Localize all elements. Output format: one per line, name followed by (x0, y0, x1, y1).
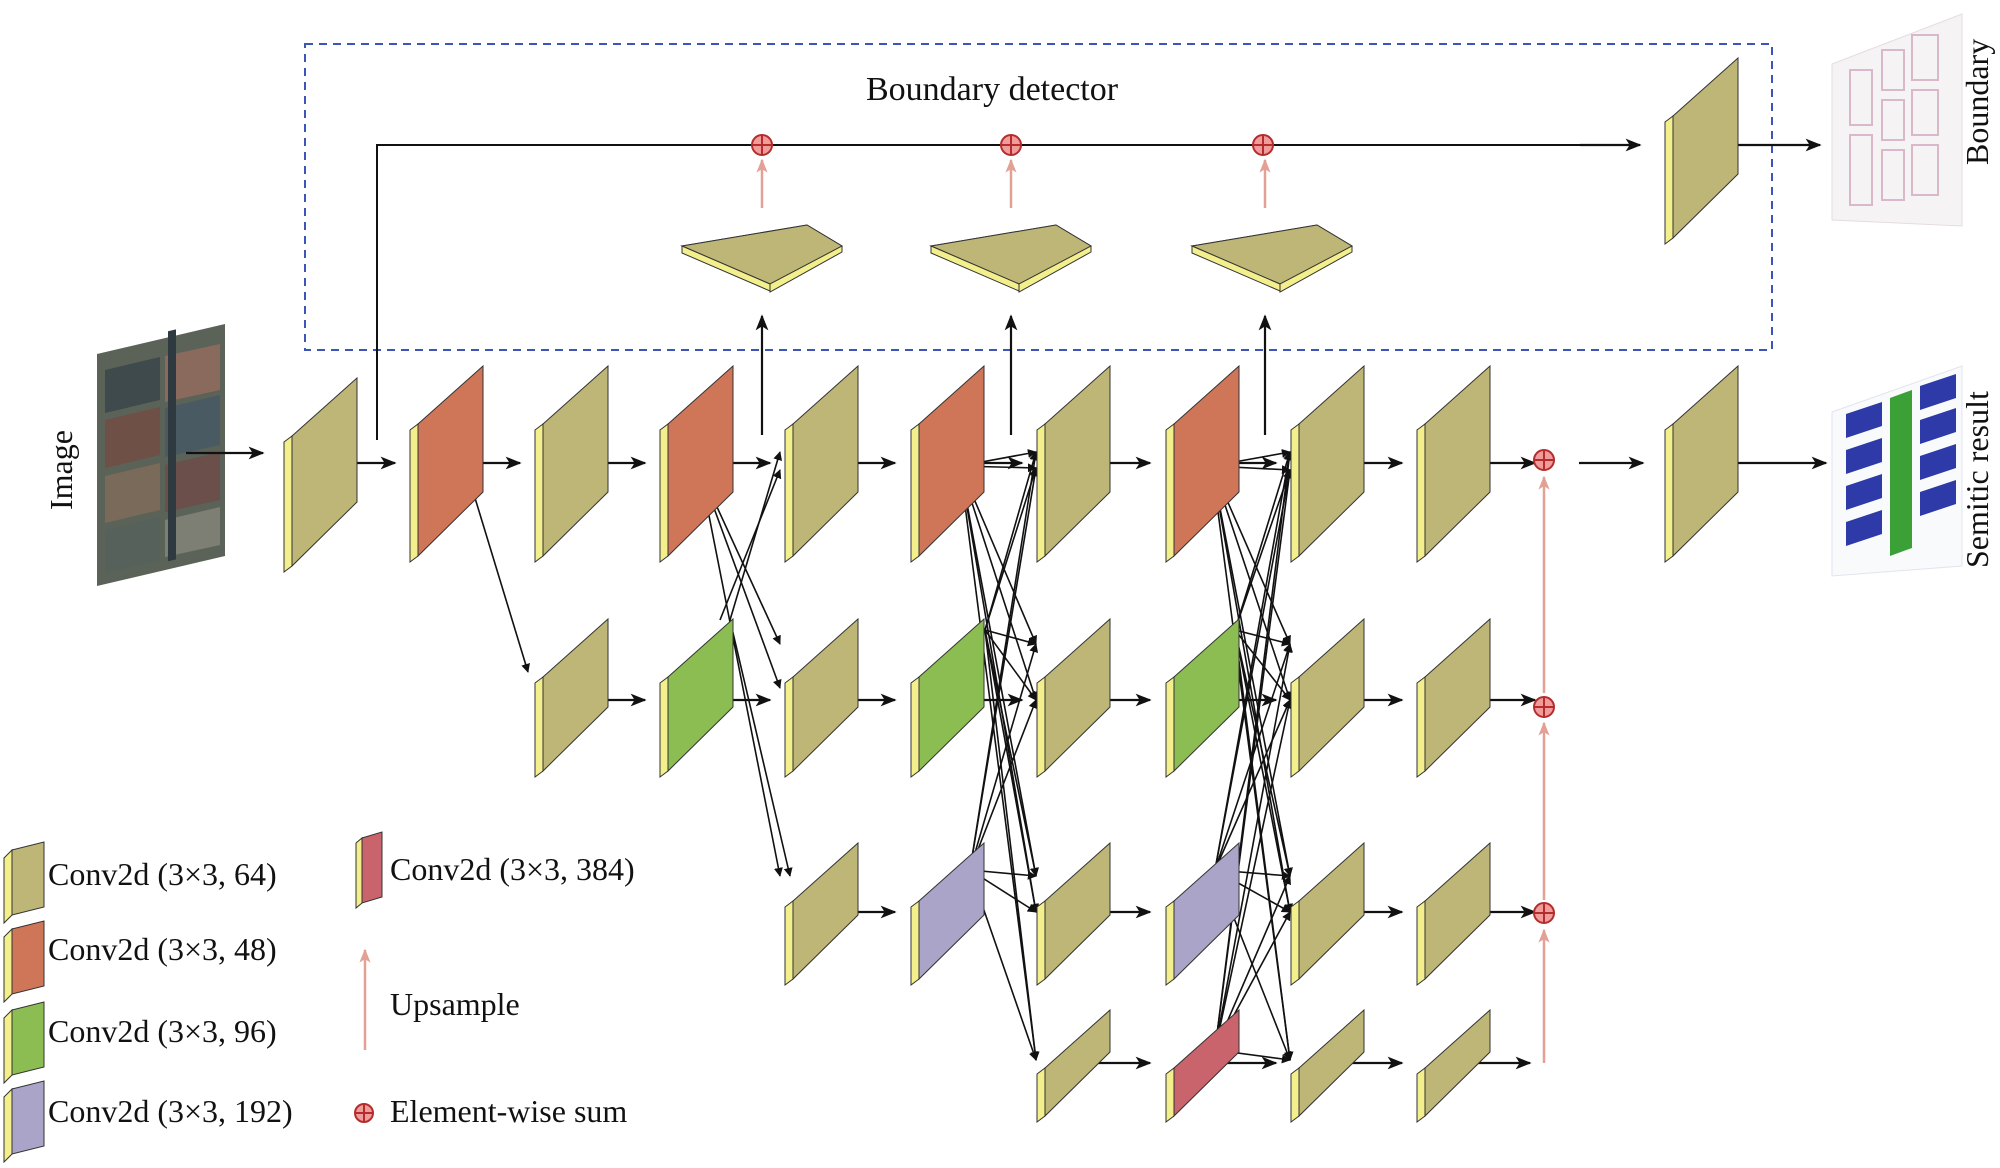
legend-conv64-label: Conv2d (3×3, 64) (48, 856, 277, 892)
boundary-plate-2 (929, 224, 1093, 293)
sum-icon (354, 1103, 374, 1123)
connection-arrows (186, 138, 1828, 1070)
branch4-conv64-block-3 (1416, 1008, 1491, 1123)
boundary-sum-node-2 (1000, 134, 1022, 156)
legend-upsample-label: Upsample (390, 986, 520, 1022)
semantic-result-label: Semitic result (1959, 391, 1995, 568)
segmentation-head-block (1664, 364, 1739, 563)
branch3-conv192-block-1 (910, 841, 985, 986)
legend-conv96-label: Conv2d (3×3, 96) (48, 1013, 277, 1049)
boundary-label: Boundary (1959, 39, 1995, 165)
branch4-conv64-block-1 (1036, 1008, 1111, 1123)
stage4-conv48-block (1165, 364, 1240, 563)
branch2-conv64-block-2 (784, 617, 859, 778)
sum-nodes (751, 134, 1555, 924)
legend-conv48-label: Conv2d (3×3, 48) (48, 931, 277, 967)
stage4-conv64-block (1290, 364, 1365, 563)
stage3-conv64-block (1036, 364, 1111, 563)
branch3-conv64-block-1 (784, 841, 859, 986)
output-sum-node-3 (1533, 902, 1555, 924)
branch2-conv64-block-3 (1036, 617, 1111, 778)
legend-conv48: Conv2d (3×3, 48) (3, 920, 277, 1004)
legend-sum: Element-wise sum (354, 1093, 627, 1129)
stage1-conv64-block (534, 364, 609, 563)
branch2-conv96-block-2 (910, 617, 985, 778)
boundary-plate-3 (1190, 224, 1354, 293)
boundary-detector-label: Boundary detector (866, 71, 1119, 108)
legend-sum-label: Element-wise sum (390, 1093, 627, 1129)
output-sum-node-2 (1533, 696, 1555, 718)
legend-conv64: Conv2d (3×3, 64) (3, 841, 277, 925)
legend-upsample: Upsample (359, 948, 520, 1050)
boundary-plate-1 (680, 224, 844, 293)
branch3-conv64-block-4 (1416, 841, 1491, 986)
stage2-conv64-block (784, 364, 859, 563)
boundary-sum-node-1 (751, 134, 773, 156)
branch2-conv96-block-1 (659, 617, 734, 778)
input-image (97, 324, 225, 586)
stage2-conv48-block (659, 364, 734, 563)
legend: Conv2d (3×3, 64) Conv2d (3×3, 48) Conv2d… (3, 831, 635, 1164)
legend-conv192: Conv2d (3×3, 192) (3, 1080, 293, 1164)
branch3-conv192-block-2 (1165, 841, 1240, 986)
branch2-conv64-block-4 (1290, 617, 1365, 778)
boundary-head-block (1664, 56, 1739, 245)
boundary-output-image (1831, 13, 1963, 227)
branch3-conv64-block-3 (1290, 841, 1365, 986)
image-label: Image (43, 430, 79, 510)
stem-conv64-block (283, 376, 358, 573)
branch4-conv64-block-2 (1290, 1008, 1365, 1123)
legend-conv96: Conv2d (3×3, 96) (3, 1001, 277, 1085)
legend-conv192-label: Conv2d (3×3, 192) (48, 1093, 293, 1129)
branch4-conv384-block-1 (1165, 1008, 1240, 1123)
final-branch1-conv64-block (1416, 364, 1491, 563)
legend-conv384-label: Conv2d (3×3, 384) (390, 851, 635, 887)
semantic-result-image (1831, 365, 1963, 577)
stage1-conv48-block (409, 364, 484, 563)
network-blocks (283, 56, 1739, 1123)
branch2-conv64-block-1 (534, 617, 609, 778)
branch2-conv64-block-5 (1416, 617, 1491, 778)
branch3-conv64-block-2 (1036, 841, 1111, 986)
legend-conv384: Conv2d (3×3, 384) (355, 831, 635, 910)
output-sum-node-1 (1533, 449, 1555, 471)
boundary-sum-node-3 (1252, 134, 1274, 156)
branch2-conv96-block-3 (1165, 617, 1240, 778)
boundary-detector-region (304, 43, 1773, 351)
stage3-conv48-block (910, 364, 985, 563)
